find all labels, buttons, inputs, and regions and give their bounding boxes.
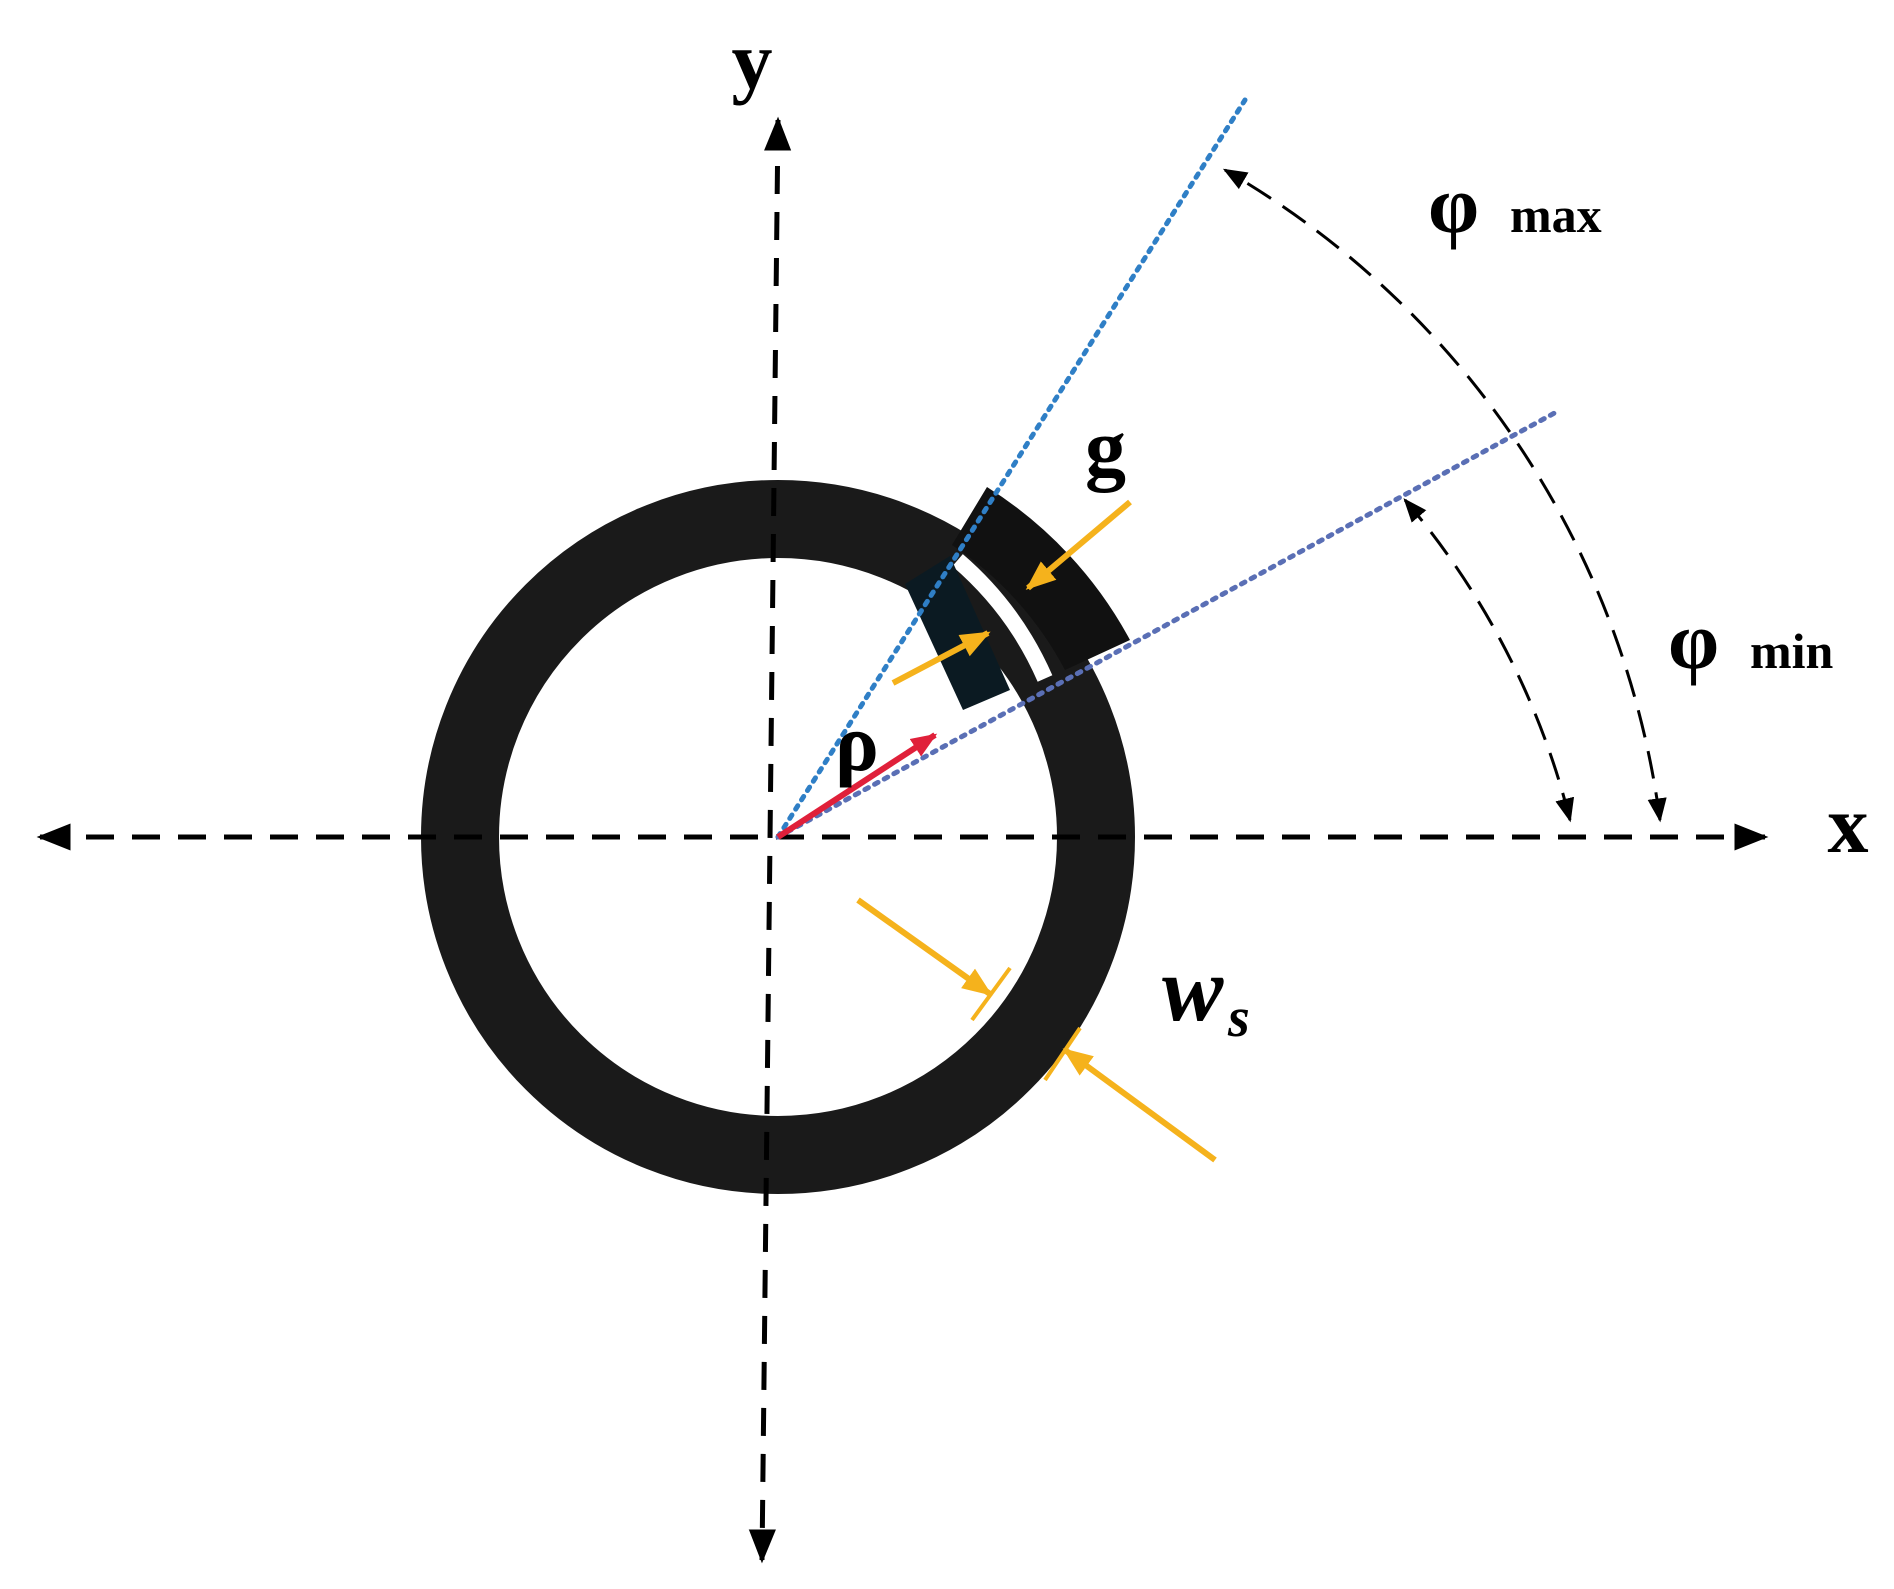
phi-max-label: φ max — [1428, 159, 1602, 250]
ws-arrow-outer — [1062, 1047, 1217, 1163]
gap-arrow-outer — [1025, 499, 1132, 591]
ws-arrow-inner — [856, 897, 993, 997]
rho-vector — [776, 732, 938, 840]
width-label: w s — [1162, 938, 1250, 1049]
y-axis — [748, 116, 792, 1564]
gap-label: g — [1085, 402, 1126, 493]
phi-min-ray — [775, 407, 1563, 840]
gap-arrow-inner — [891, 630, 991, 686]
phi-min-arc — [1403, 498, 1575, 823]
svg-text:min: min — [1750, 623, 1834, 679]
phi-min-label: φ min — [1668, 595, 1834, 686]
rho-label: ρ — [835, 697, 879, 788]
svg-text:w: w — [1162, 938, 1224, 1040]
coupling-gap — [952, 554, 1053, 682]
svg-text:max: max — [1510, 187, 1602, 243]
svg-text:φ: φ — [1668, 595, 1719, 686]
x-axis-label: x — [1828, 779, 1869, 870]
svg-text:s: s — [1227, 987, 1250, 1049]
y-axis-label: y — [732, 15, 773, 106]
phi-max-arc — [1222, 168, 1667, 823]
svg-text:φ: φ — [1428, 159, 1479, 250]
phi-max-ray — [775, 97, 1248, 840]
ws-inner-edge-mark — [970, 966, 1012, 1022]
ws-outer-edge-mark — [1043, 1026, 1082, 1082]
